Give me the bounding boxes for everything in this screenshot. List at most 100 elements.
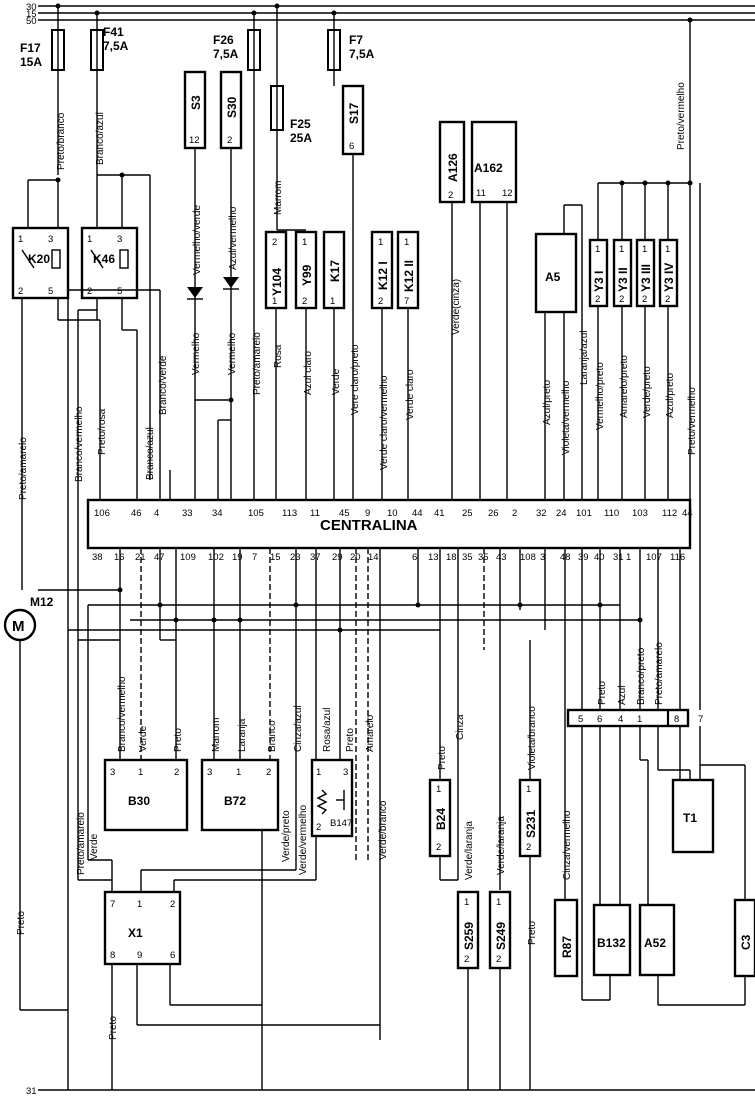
ecu-top-pin: 103 [632,508,648,519]
svg-text:5: 5 [117,286,122,297]
wire-label: Branco/preto [636,647,647,705]
wire-label: Verde/preto [281,810,292,862]
motor-m12: M M12 [3,595,68,1011]
ecu-bottom-pin: 38 [92,552,103,563]
svg-text:7,5A: 7,5A [213,47,239,61]
svg-text:1: 1 [464,897,469,908]
svg-text:3: 3 [207,767,212,778]
svg-text:5: 5 [578,714,583,725]
wire-label: Amarelo/preto [619,355,630,418]
ecu-top-pin: 34 [212,508,223,519]
wire-label: Branco/verde [158,355,169,415]
wire-label: Preto [345,728,356,752]
relay-k12-i: 1 K12 I 2 [370,230,394,500]
ecu-bottom-pin: 35 [478,552,489,563]
svg-text:Y3 III: Y3 III [639,264,653,292]
wire-label: Vere claro/preto [350,344,361,415]
svg-text:T1: T1 [683,811,697,825]
wire-label: Preto/amarelo [252,332,263,395]
ecu-top-pin: 106 [94,508,110,519]
ecu-top-pin: 9 [365,508,370,519]
wire-label: Laranja/azul [579,331,590,385]
svg-text:B147: B147 [330,818,352,829]
wire-label: Preto [597,681,608,705]
bottom-wiring [38,548,681,1040]
svg-text:F26: F26 [213,33,234,47]
wire-label: Marrom [211,718,222,752]
svg-text:S231: S231 [524,810,538,838]
svg-text:11: 11 [476,188,486,199]
ecu-bottom-pin: 40 [594,552,605,563]
svg-text:S17: S17 [347,102,361,124]
ecu-top-pin: 10 [387,508,398,519]
svg-text:F17: F17 [20,41,41,55]
wire-label: Violeta/vermelho [561,380,572,455]
svg-text:6: 6 [597,714,602,725]
wire-label: Verde claro/vermelho [379,375,390,470]
ecu-top-pin: 110 [604,508,619,519]
svg-text:8: 8 [674,714,679,725]
ecu-top-pin: 32 [536,508,547,519]
svg-text:2: 2 [619,294,624,305]
svg-text:3: 3 [117,234,122,245]
svg-text:2: 2 [170,899,175,910]
svg-text:K17: K17 [328,260,342,282]
svg-text:S249: S249 [494,922,508,950]
svg-text:K20: K20 [28,252,50,266]
wire-label: Branco/azul [145,427,156,480]
ecu-top-pin: 113 [282,508,297,519]
top-wiring [21,160,255,640]
ecu-top-pin: 101 [576,508,592,519]
svg-text:7: 7 [110,899,115,910]
ecu-bottom-pin: 14 [368,552,379,563]
svg-text:1: 1 [404,237,409,248]
svg-text:4: 4 [618,714,623,725]
wire-label: Rosa/azul [322,708,333,752]
ecu-bottom-pin: 107 [646,552,662,563]
wire-label: Azul/vermelho [228,206,239,270]
ecu-bottom-pin: 109 [180,552,196,563]
svg-text:3: 3 [110,767,115,778]
svg-text:1: 1 [642,244,647,255]
svg-text:1: 1 [637,714,642,725]
wire-label: Cinza/azul [293,705,304,752]
svg-text:Y99: Y99 [300,264,314,286]
svg-text:7,5A: 7,5A [349,47,375,61]
ecu-bottom-pin: 39 [578,552,589,563]
svg-text:7: 7 [404,296,409,307]
svg-text:9: 9 [137,950,142,961]
ecu-bottom-pin: 13 [428,552,439,563]
valve-y99: 1 Y99 2 [277,229,318,500]
fuse-f26: F26 7,5A [213,10,261,160]
svg-text:2: 2 [266,767,271,778]
svg-text:A126: A126 [446,153,460,182]
svg-text:25A: 25A [290,131,312,145]
svg-text:1: 1 [330,296,335,307]
svg-text:Y3 I: Y3 I [592,271,606,292]
module-t1: T1 [657,726,746,900]
wire-label: Cinza/vermelho [562,810,573,880]
ecu-bottom-pin: 21 [135,552,146,563]
svg-text:2: 2 [496,954,501,965]
ecu-top-pin: 4 [154,508,159,519]
ecu-top-pin: 24 [556,508,567,519]
svg-text:1: 1 [18,234,23,245]
svg-text:15A: 15A [20,55,42,69]
svg-text:5: 5 [48,286,53,297]
ecu-bottom-pin: 3 [540,552,545,563]
svg-text:F41: F41 [103,25,124,39]
module-a126: A126 2 [438,120,466,500]
svg-text:2: 2 [227,135,232,146]
svg-text:S30: S30 [225,96,239,118]
wire-label: Branco/vermelho [74,406,85,482]
svg-text:Y104: Y104 [270,268,284,296]
wire-label: Marrom [273,181,284,215]
ecu-top-pin: 46 [131,508,142,519]
svg-text:A52: A52 [644,936,666,950]
svg-text:7: 7 [698,714,703,725]
wire-label: Branco/vermelho [117,676,128,752]
switch-s231: 1 S231 2 [518,778,542,1090]
module-a52: A52 [638,726,745,1006]
